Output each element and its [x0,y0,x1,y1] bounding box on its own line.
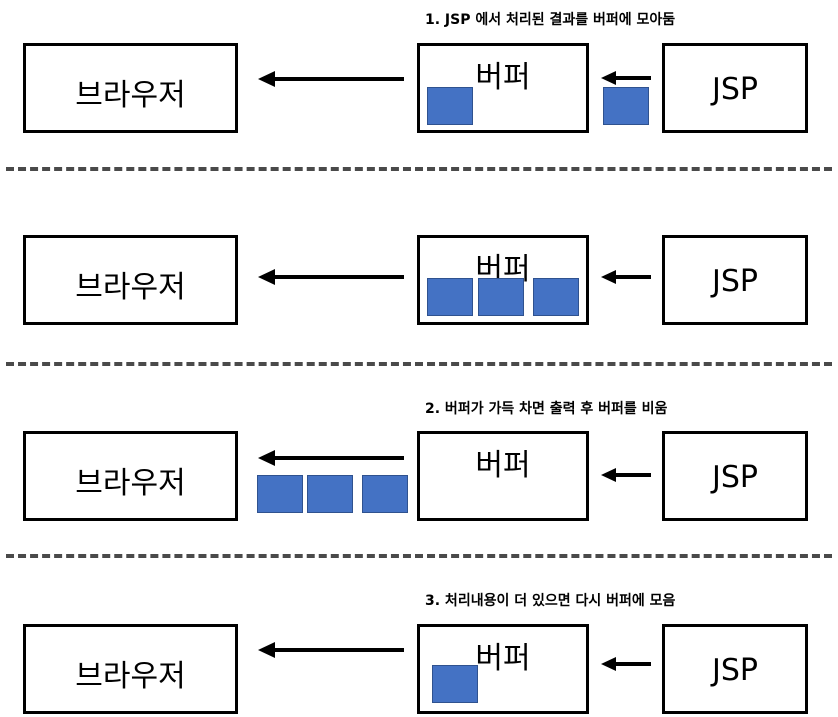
arrow-buffer-to-browser-2 [258,269,404,285]
buffer-box-3: 버퍼 [417,431,589,521]
arrow-jsp-to-buffer-2 [601,270,651,284]
step-3-caption: 3. 처리내용이 더 있으면 다시 버퍼에 모음 [425,593,676,609]
jsp-label: JSP [712,653,758,688]
arrow-buffer-to-browser-3 [258,450,404,466]
jsp-box-3: JSP [662,431,808,521]
data-block-in-transit [603,87,649,125]
data-block [427,278,473,316]
data-block [432,665,478,703]
data-block [478,278,524,316]
step-2-caption: 2. 버퍼가 가득 차면 출력 후 버퍼를 비움 [425,401,668,417]
data-block-flushed [257,475,303,513]
browser-label: 브라우저 [75,78,186,113]
data-block-flushed [362,475,408,513]
data-block-flushed [307,475,353,513]
browser-box-2: 브라우저 [23,235,238,325]
divider-2 [6,362,832,366]
data-block [427,87,473,125]
buffer-box-4: 버퍼 [417,624,589,714]
jsp-box-1: JSP [662,43,808,133]
jsp-box-2: JSP [662,235,808,325]
browser-label: 브라우저 [75,270,186,305]
browser-label: 브라우저 [75,466,186,501]
jsp-label: JSP [712,264,758,299]
divider-3 [6,554,832,558]
browser-box-3: 브라우저 [23,431,238,521]
browser-box-4: 브라우저 [23,624,238,714]
browser-label: 브라우저 [75,659,186,694]
buffer-label: 버퍼 [475,641,531,676]
arrow-jsp-to-buffer-1 [601,71,651,85]
jsp-label: JSP [712,72,758,107]
arrow-jsp-to-buffer-3 [601,468,651,482]
buffer-label: 버퍼 [475,448,531,483]
data-block [533,278,579,316]
arrow-jsp-to-buffer-4 [601,657,651,671]
arrow-buffer-to-browser-4 [258,642,404,658]
jsp-label: JSP [712,460,758,495]
buffer-label: 버퍼 [475,60,531,95]
divider-1 [6,167,832,171]
arrow-buffer-to-browser-1 [258,71,404,87]
step-1-caption: 1. JSP 에서 처리된 결과를 버퍼에 모아둠 [425,12,676,28]
browser-box-1: 브라우저 [23,43,238,133]
jsp-box-4: JSP [662,624,808,714]
